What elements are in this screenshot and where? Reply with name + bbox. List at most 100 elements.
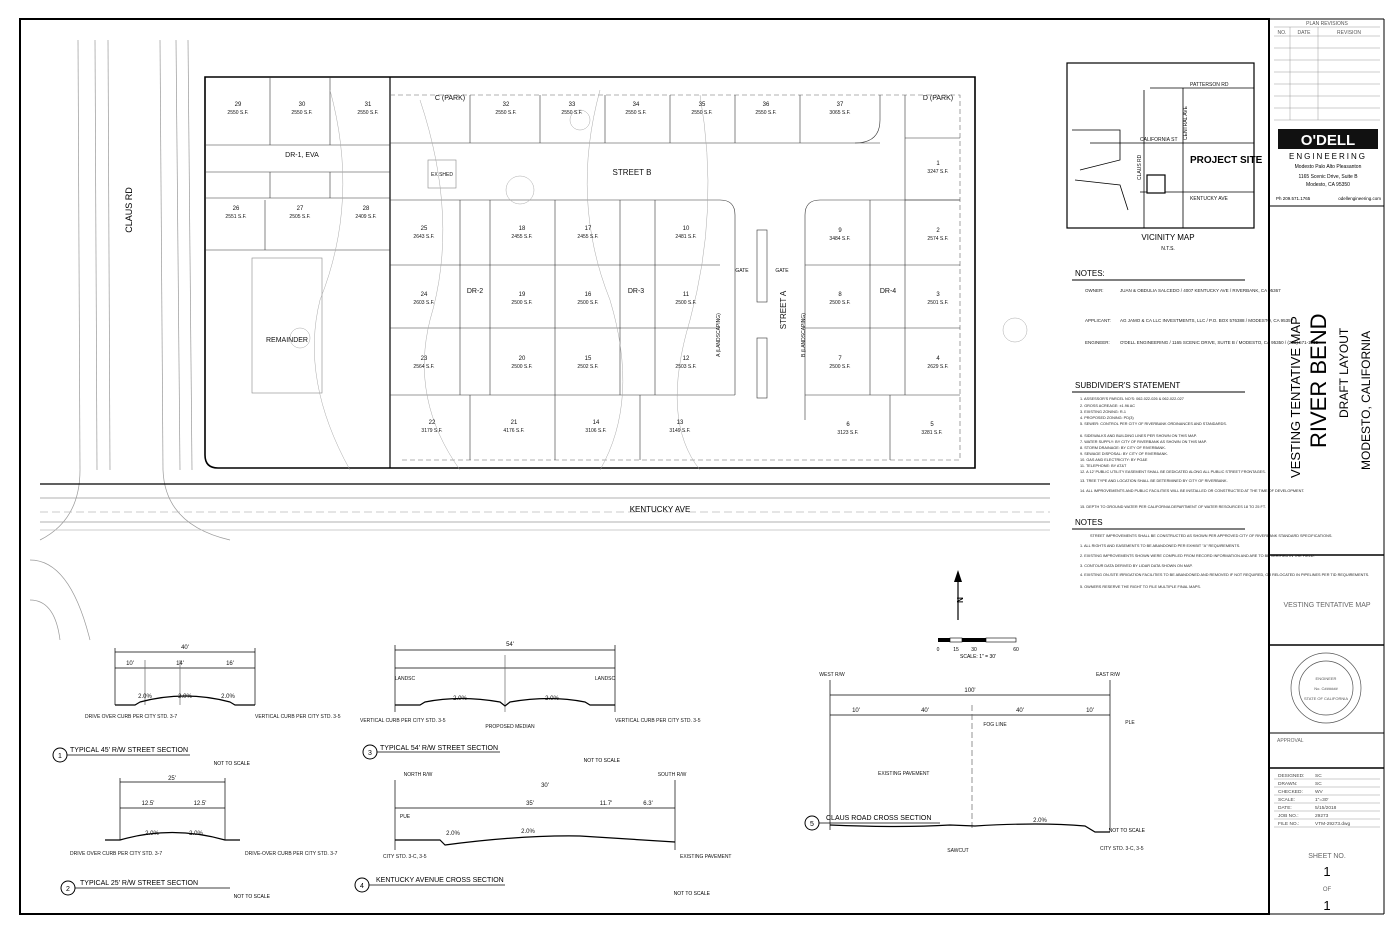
svg-text:17: 17 (585, 226, 592, 232)
svg-text:3179 S.F.: 3179 S.F. (421, 428, 442, 434)
section-1-nts: NOT TO SCALE (214, 761, 251, 767)
svg-text:1. ALL RIGHTS AND EASEMENTS TO: 1. ALL RIGHTS AND EASEMENTS TO BE ABANDO… (1080, 544, 1240, 548)
svg-text:2629 S.F.: 2629 S.F. (927, 364, 948, 370)
svg-text:2550 S.F.: 2550 S.F. (357, 110, 378, 116)
section-4-text: NORTH R/W SOUTH R/W 30' 35' 11.7' 6.3' P… (383, 772, 732, 860)
svg-text:PROPOSED MEDIAN: PROPOSED MEDIAN (485, 724, 535, 730)
section-3-title: TYPICAL 54' R/W STREET SECTION (380, 745, 498, 752)
vicinity-map-frame (1066, 62, 1255, 229)
section-1-text: 40' 10' 14' 16' 2.0% 2.0% 2.0% DRIVE OVE… (85, 645, 341, 720)
svg-text:2505 S.F.: 2505 S.F. (289, 214, 310, 220)
svg-text:2551 S.F.: 2551 S.F. (225, 214, 246, 220)
b-landscaping-label: B (LANDSCAPING) (801, 313, 807, 357)
kentucky-ave-lines (40, 483, 1050, 531)
vicinity-text: PATTERSON RD CALIFORNIA ST KENTUCKY AVE … (1137, 82, 1229, 202)
section-4 (394, 780, 676, 850)
svg-text:8: 8 (838, 292, 842, 298)
section-5-text: WEST R/W EAST R/W 100' 10' 40' 40' 10' F… (819, 672, 1143, 854)
seal-state: STATE OF CALIFORNIA (1304, 696, 1348, 701)
svg-text:EXISTING PAVEMENT: EXISTING PAVEMENT (878, 771, 930, 777)
svg-text:21: 21 (511, 420, 518, 426)
svg-text:2501 S.F.: 2501 S.F. (927, 300, 948, 306)
svg-text:FILE NO.:: FILE NO.: (1278, 821, 1299, 827)
svg-text:23: 23 (421, 356, 428, 362)
svg-text:FOG LINE: FOG LINE (983, 722, 1007, 728)
svg-text:DRIVE OVER CURB PER CITY STD.: DRIVE OVER CURB PER CITY STD. 3-7 (85, 714, 177, 720)
svg-text:1: 1 (936, 161, 940, 167)
lot-9: 9 3484 S.F. (829, 228, 850, 242)
svg-text:10. GAS AND ELECTRICITY: BY PG: 10. GAS AND ELECTRICITY: BY PG&E (1080, 458, 1148, 462)
section-1 (114, 648, 256, 706)
svg-text:WEST R/W: WEST R/W (819, 672, 845, 678)
lot-8: 8 2500 S.F. (829, 292, 850, 306)
svg-text:EAST R/W: EAST R/W (1096, 672, 1120, 678)
svg-text:12.5': 12.5' (142, 801, 155, 807)
svg-text:2.0%: 2.0% (545, 696, 559, 702)
svg-text:2500 S.F.: 2500 S.F. (829, 364, 850, 370)
park-c-label: C (PARK) (435, 95, 465, 102)
svg-text:WV: WV (1315, 789, 1324, 795)
svg-text:3. CONTOUR DATA DERIVED BY LID: 3. CONTOUR DATA DERIVED BY LIDAR DATA SH… (1080, 564, 1193, 568)
gate-label-left: GATE (735, 268, 749, 274)
svg-text:2500 S.F.: 2500 S.F. (829, 300, 850, 306)
title-block-rows (1274, 778, 1380, 828)
vicinity-project-site-text: PROJECT SITE (1190, 155, 1263, 166)
section-3 (394, 645, 616, 712)
svg-text:22: 22 (429, 420, 436, 426)
kentucky-ave-label: KENTUCKY AVE (630, 505, 691, 514)
section-2-text: 25' 12.5' 12.5' 2.0% 2.0% DRIVE OVER CUR… (70, 776, 338, 857)
svg-text:2.0%: 2.0% (453, 696, 467, 702)
svg-text:7: 7 (838, 356, 842, 362)
svg-text:DATE:: DATE: (1278, 805, 1292, 811)
remainder-label: REMAINDER (266, 337, 308, 344)
vicinity-title: VICINITY MAP (1141, 233, 1194, 242)
north-arrow: N (954, 570, 965, 620)
svg-text:LANDSC: LANDSC (595, 676, 616, 682)
company-logo-box (1278, 129, 1378, 149)
svg-text:DRIVE OVER CURB PER CITY STD.: DRIVE OVER CURB PER CITY STD. 3-7 (70, 851, 162, 857)
svg-text:PUE: PUE (400, 814, 411, 820)
svg-text:O'DELL ENGINEERING / 1165 SCEN: O'DELL ENGINEERING / 1165 SCENIC DRIVE, … (1120, 340, 1319, 345)
company-address2: Modesto, CA 95350 (1306, 182, 1350, 188)
svg-text:2.0%: 2.0% (178, 694, 192, 700)
section-5-num: 5 (810, 821, 814, 828)
svg-text:2455 S.F.: 2455 S.F. (511, 234, 532, 240)
section-5-nts: NOT TO SCALE (1109, 828, 1146, 834)
svg-text:40': 40' (921, 708, 929, 714)
svg-text:3484 S.F.: 3484 S.F. (829, 236, 850, 242)
svg-text:2550 S.F.: 2550 S.F. (227, 110, 248, 116)
svg-text:9: 9 (838, 228, 842, 234)
svg-text:37: 37 (837, 102, 844, 108)
section-2-num: 2 (66, 886, 70, 893)
svg-text:6: 6 (846, 422, 850, 428)
section-4-nts: NOT TO SCALE (674, 891, 711, 897)
svg-text:14': 14' (176, 661, 184, 667)
svg-text:3149 S.F.: 3149 S.F. (669, 428, 690, 434)
lot-lines (205, 77, 960, 460)
company-logo: O'DELL (1301, 132, 1355, 149)
company-web: odellengineering.com (1338, 196, 1381, 201)
section-5-title: CLAUS ROAD CROSS SECTION (826, 815, 931, 822)
section-3-text: 54' LANDSC LANDSC 2.0% 2.0% VERTICAL CUR… (360, 642, 701, 730)
company-phone: Ph 209.571.1765 (1276, 196, 1311, 201)
svg-text:3123 S.F.: 3123 S.F. (837, 430, 858, 436)
sheet-no: 1 (1323, 864, 1330, 879)
svg-text:JOB NO.:: JOB NO.: (1278, 813, 1299, 819)
svg-text:1. ASSESSOR'S PARCEL NO'S: 062: 1. ASSESSOR'S PARCEL NO'S: 062-022-026 &… (1080, 397, 1184, 401)
svg-text:DRAWN:: DRAWN: (1278, 781, 1297, 787)
section-2-title: TYPICAL 25' R/W STREET SECTION (80, 880, 198, 887)
of-label: OF (1323, 887, 1332, 893)
svg-text:33: 33 (569, 102, 576, 108)
svg-text:25': 25' (168, 776, 176, 782)
